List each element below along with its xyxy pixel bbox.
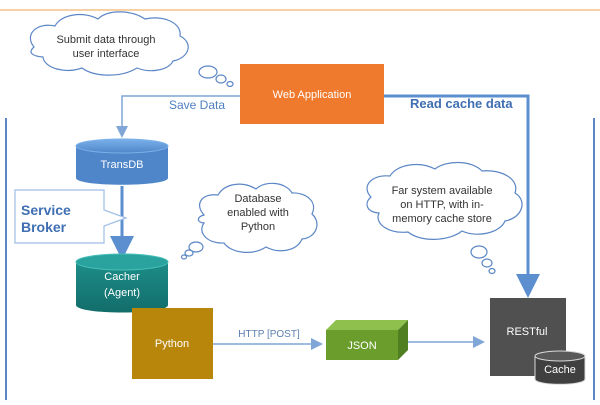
cloud-database: Database enabled with Python bbox=[180, 182, 318, 260]
cloud-far-system-shape bbox=[366, 161, 523, 240]
cloud-submit-data: Submit data through user interface bbox=[29, 11, 234, 88]
cloud-database-line-3: Python bbox=[241, 221, 275, 233]
cacher-cylinder-top bbox=[75, 253, 169, 271]
python-box bbox=[132, 308, 213, 379]
cloud-submit-text-line-1: Submit data through bbox=[56, 34, 155, 46]
cloud-far-system-line-1: Far system available bbox=[392, 185, 493, 197]
transdb-node: TransDB bbox=[75, 138, 169, 185]
json-box-top bbox=[326, 320, 408, 330]
cacher-cylinder-body bbox=[76, 262, 168, 313]
cloud-submit-text-line-2: user interface bbox=[73, 48, 140, 60]
frame-lines bbox=[0, 9, 600, 400]
read-cache-label: Read cache data bbox=[410, 96, 513, 111]
transdb-cylinder-body bbox=[76, 146, 168, 185]
web-application-node: Web Application bbox=[240, 64, 384, 124]
cache-cylinder-top bbox=[534, 350, 586, 362]
json-node: JSON bbox=[326, 320, 408, 360]
cloud-far-system-line-3: memory cache store bbox=[392, 213, 492, 225]
http-post-flow: HTTP [POST] bbox=[213, 329, 323, 350]
cloud-far-system-bubble-small bbox=[488, 267, 496, 275]
cloud-submit-bubble-small bbox=[226, 80, 234, 88]
json-box-front bbox=[326, 330, 398, 360]
cacher-node: Cacher (Agent) bbox=[75, 253, 169, 313]
cloud-submit-bubble-large bbox=[198, 65, 218, 79]
cloud-far-system: Far system available on HTTP, with in- m… bbox=[366, 161, 523, 275]
service-broker-callout bbox=[14, 189, 128, 244]
cacher-label-line-2: (Agent) bbox=[104, 287, 140, 299]
cache-cylinder: Cache bbox=[534, 350, 586, 385]
transdb-label: TransDB bbox=[101, 159, 144, 171]
cloud-database-line-1: Database bbox=[234, 193, 281, 205]
read-cache-arrow bbox=[384, 94, 540, 298]
web-application-label: Web Application bbox=[273, 89, 352, 101]
cloud-database-line-2: enabled with bbox=[227, 207, 289, 219]
cloud-database-bubble-small bbox=[180, 254, 188, 260]
cloud-database-bubble-medium bbox=[184, 249, 194, 257]
cache-label: Cache bbox=[544, 364, 576, 376]
service-broker-line-1: Service bbox=[21, 202, 71, 218]
cloud-submit-bubble-medium bbox=[215, 74, 227, 84]
http-post-label: HTTP [POST] bbox=[238, 329, 300, 340]
python-label: Python bbox=[155, 338, 189, 350]
cacher-label-line-1: Cacher bbox=[104, 271, 140, 283]
cloud-submit-shape bbox=[29, 11, 189, 76]
read-cache-flow: Read cache data bbox=[384, 94, 540, 298]
restful-node: RESTful Cache bbox=[490, 298, 586, 385]
cloud-far-system-bubble-medium bbox=[481, 258, 493, 268]
save-data-flow: Save Data bbox=[116, 95, 240, 138]
json-label: JSON bbox=[347, 340, 376, 352]
service-broker-flow: Service Broker bbox=[14, 186, 134, 260]
json-box-side bbox=[398, 320, 408, 360]
transdb-cylinder-top bbox=[75, 138, 169, 154]
restful-label: RESTful bbox=[507, 326, 548, 338]
cloud-database-bubble-large bbox=[188, 241, 204, 253]
cloud-database-shape bbox=[197, 182, 318, 253]
save-data-label: Save Data bbox=[169, 98, 225, 112]
web-application-box bbox=[240, 64, 384, 124]
save-data-arrow bbox=[116, 95, 240, 138]
cache-cylinder-body bbox=[534, 355, 586, 385]
cloud-far-system-bubble-large bbox=[470, 245, 488, 259]
python-node: Python bbox=[132, 308, 213, 379]
service-broker-line-2: Broker bbox=[21, 219, 67, 235]
cloud-far-system-line-2: on HTTP, with in- bbox=[400, 199, 484, 211]
